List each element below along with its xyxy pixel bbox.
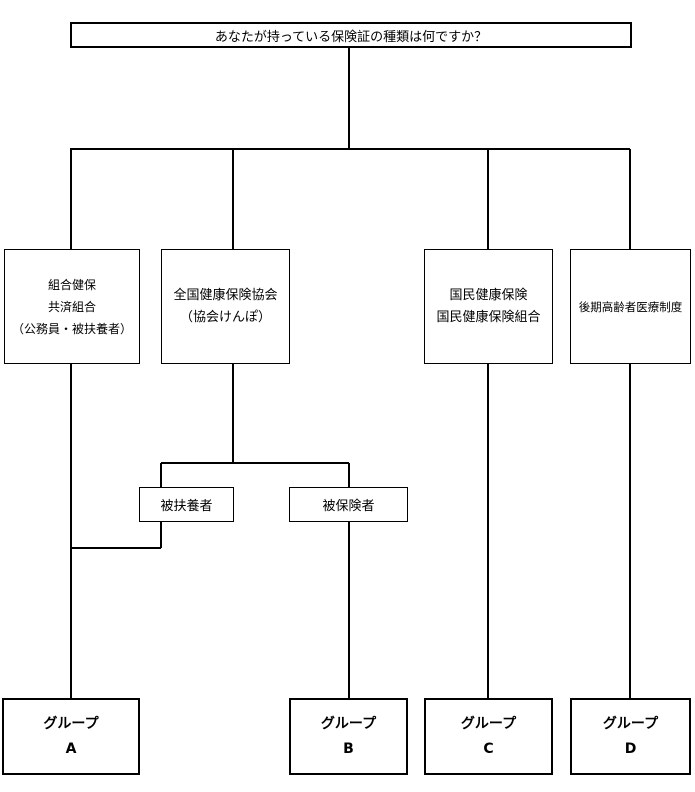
subcategory-label: 被扶養者 xyxy=(160,499,213,514)
category-line: 国民健康保険組合 xyxy=(436,309,541,325)
group-title: グループ xyxy=(320,715,377,732)
category-line: 組合健保 xyxy=(47,277,96,292)
group-box-c: グループ C xyxy=(424,698,553,775)
question-text: あなたが持っている保険証の種類は何ですか？ xyxy=(214,29,488,45)
category-line: 全国健康保険協会 xyxy=(173,287,278,303)
group-box-d: グループ D xyxy=(570,698,691,775)
group-title: グループ xyxy=(460,715,517,732)
subcategory-label: 被保険者 xyxy=(322,499,375,514)
category-box-national-health: 国民健康保険 国民健康保険組合 xyxy=(424,249,553,364)
category-box-kyokai-kenpo: 全国健康保険協会 （協会けんぽ） xyxy=(161,249,290,364)
category-line: （協会けんぽ） xyxy=(179,309,271,325)
group-letter: C xyxy=(483,740,494,757)
category-line: 共済組合 xyxy=(47,299,96,314)
subcategory-box-insured: 被保険者 xyxy=(289,487,408,522)
group-title: グループ xyxy=(602,715,659,732)
category-line: （公務員・被扶養者） xyxy=(11,321,132,336)
group-letter: B xyxy=(343,740,354,757)
group-box-b: グループ B xyxy=(289,698,408,775)
category-box-late-elderly: 後期高齢者医療制度 xyxy=(570,249,691,364)
subcategory-box-dependent: 被扶養者 xyxy=(139,487,234,522)
group-title: グループ xyxy=(43,715,99,732)
category-line: 後期高齢者医療制度 xyxy=(578,299,683,314)
category-box-union-health: 組合健保 共済組合 （公務員・被扶養者） xyxy=(4,249,140,364)
group-letter: D xyxy=(624,740,637,757)
category-line: 国民健康保険 xyxy=(449,287,528,303)
question-box: あなたが持っている保険証の種類は何ですか？ xyxy=(70,22,632,48)
group-letter: A xyxy=(65,740,77,757)
group-box-a: グループ A xyxy=(2,698,140,775)
